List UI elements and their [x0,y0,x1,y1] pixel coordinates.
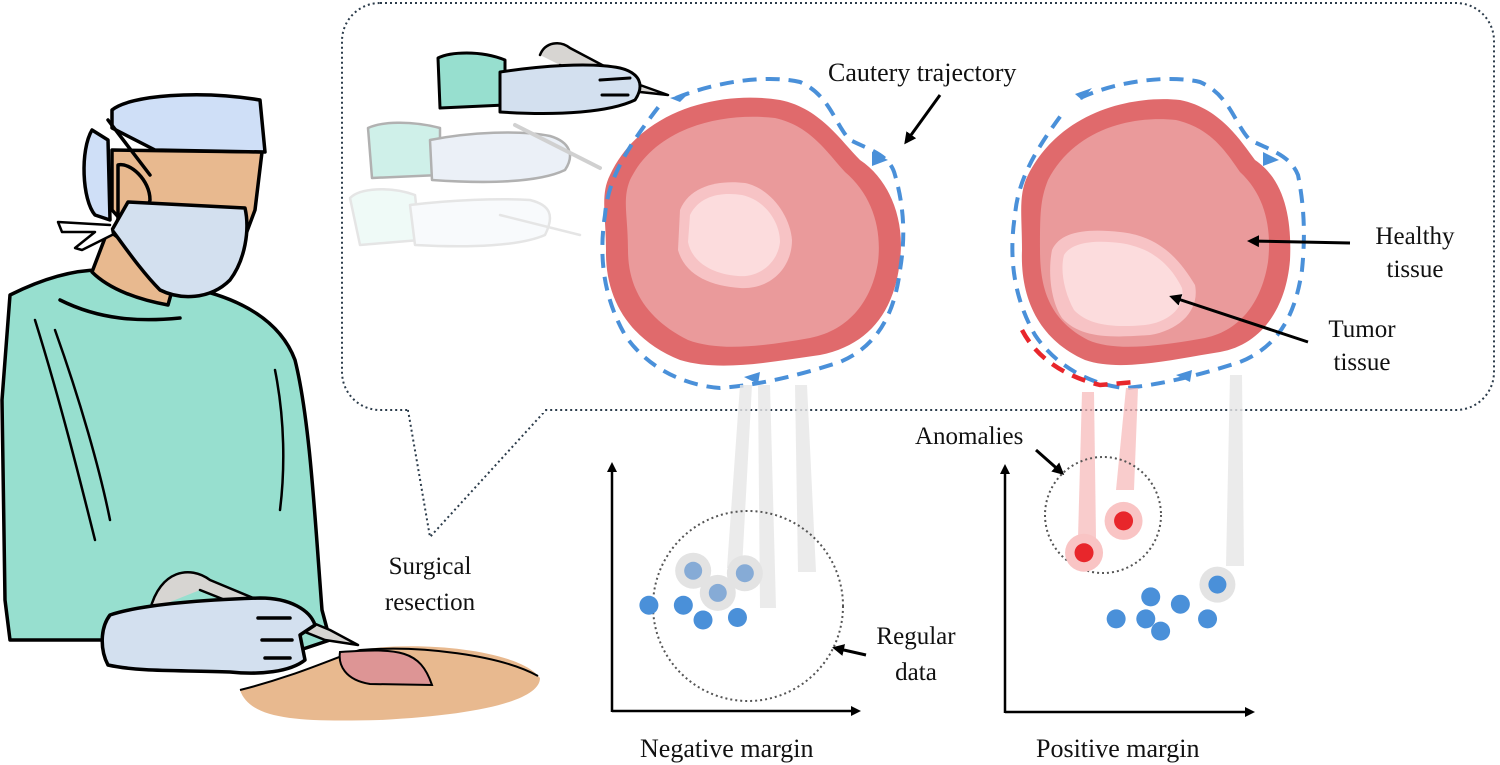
label-surgical-resection-line2: resection [384,589,476,616]
tissue-negative-margin [600,77,906,391]
patient-body [239,646,540,721]
positive-projected-point [1208,575,1227,594]
negative-projected-point [735,564,754,583]
tissue-positive-margin [1010,77,1306,391]
label-healthy-tissue-line1: Healthy [1375,223,1455,250]
positive-regular-point [1151,621,1171,641]
label-anomalies: Anomalies [915,423,1024,450]
surgeon-illustration [0,93,360,675]
positive-anomaly-point [1114,511,1134,531]
zoom-callout-bubble [341,2,1495,540]
positive-regular-point [1106,609,1126,629]
plot-points [639,501,1236,641]
negative-projected-point [708,583,727,602]
projection-beams [727,375,1244,608]
label-healthy-tissue: Healthy tissue [1360,222,1470,285]
negative-projected-point [684,561,703,580]
label-regular-data-line2: data [895,659,937,686]
label-surgical-resection: Surgical resection [370,552,490,618]
negative-regular-point [639,595,659,615]
negative-regular-point [727,608,747,628]
label-regular-data-line1: Regular [876,623,956,650]
label-surgical-resection-line1: Surgical [388,553,472,580]
positive-regular-point [1136,609,1156,629]
negative-regular-point [693,610,713,630]
positive-regular-point [1198,609,1218,629]
plot-positive-axes [1000,456,1255,717]
label-tumor-tissue-line2: tissue [1333,349,1391,376]
positive-regular-point [1170,594,1190,614]
label-healthy-tissue-line2: tissue [1386,256,1444,283]
label-tumor-tissue: Tumor tissue [1312,315,1412,378]
label-tumor-tissue-line1: Tumor [1328,316,1396,343]
label-positive-margin: Positive margin [1036,734,1200,763]
label-cautery-trajectory: Cautery trajectory [828,58,1017,87]
annotation-arrows [832,94,1351,657]
positive-regular-point [1141,587,1161,607]
plot-negative-axes [607,462,861,716]
label-regular-data: Regular data [866,622,966,688]
negative-regular-point [673,595,693,615]
cautery-hands-sequence [348,42,670,248]
positive-anomaly-point [1074,543,1094,563]
label-negative-margin: Negative margin [640,734,814,763]
